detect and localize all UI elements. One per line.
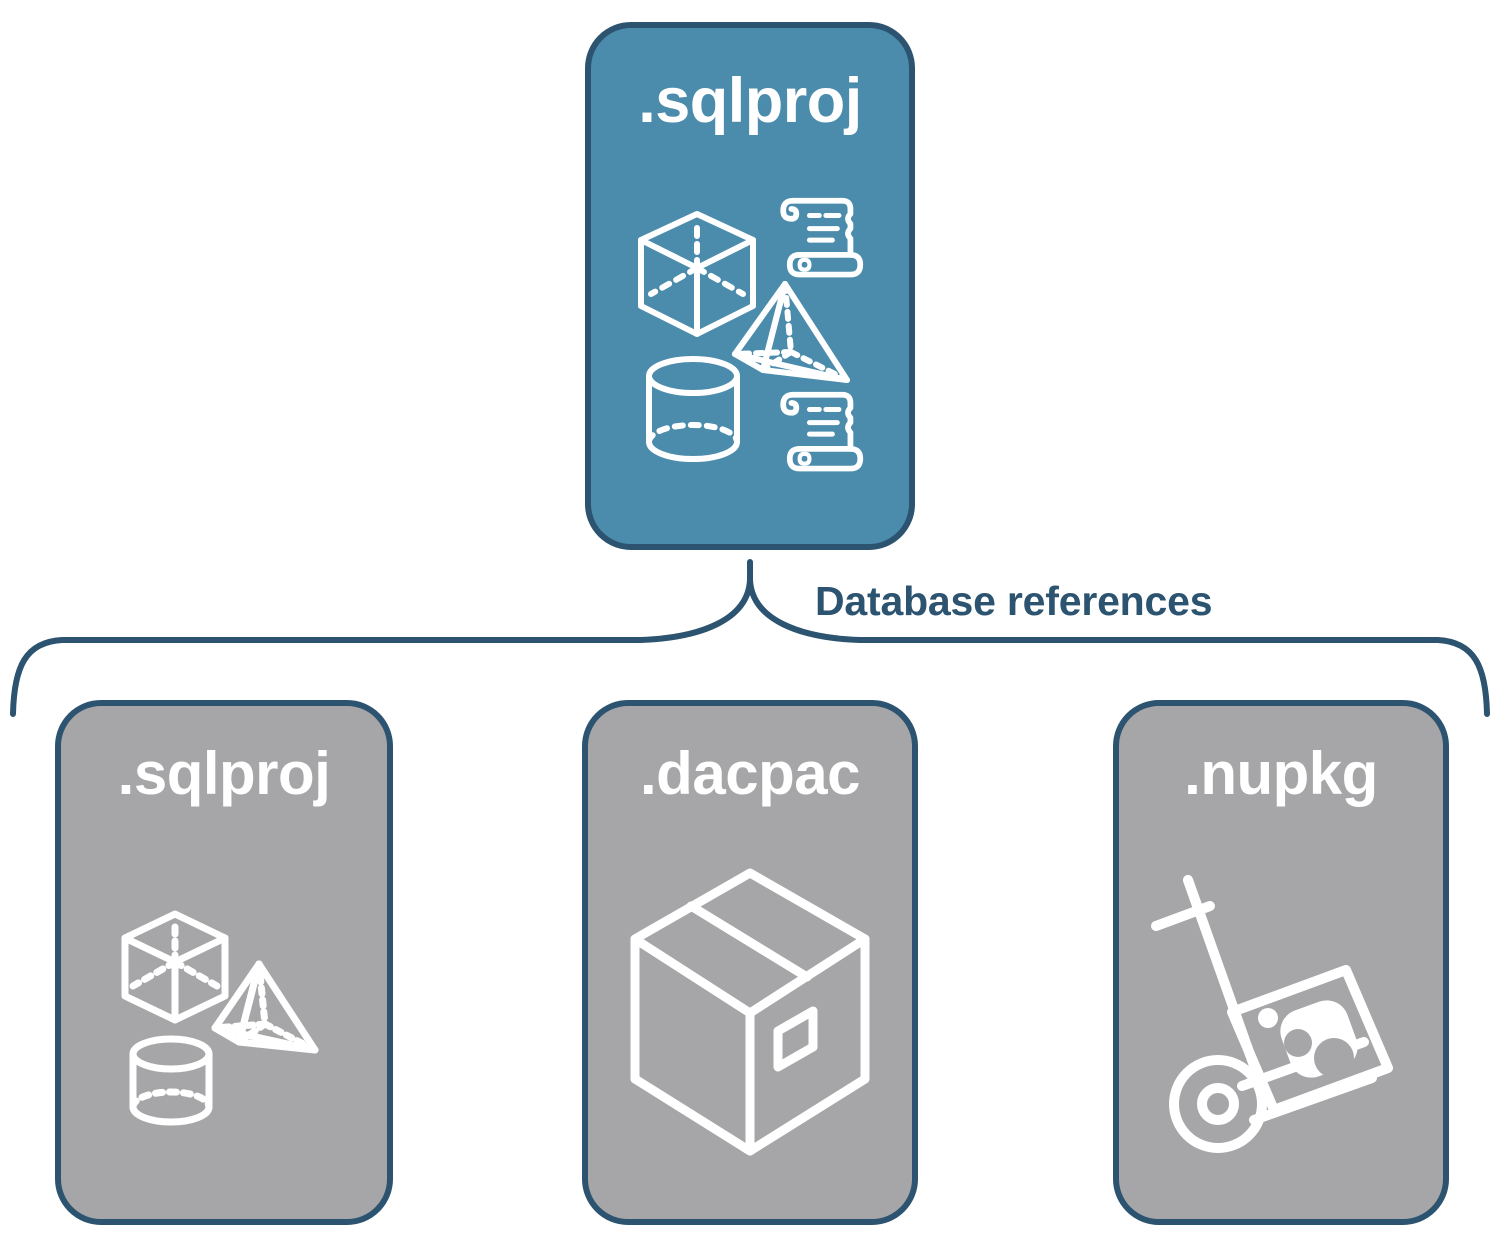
cylinder-icon bbox=[646, 355, 740, 462]
pyramid-icon bbox=[732, 280, 850, 383]
hand-truck-package-icon bbox=[1151, 874, 1393, 1153]
scroll-icon bbox=[780, 197, 864, 277]
node-root-icon-group bbox=[591, 133, 909, 544]
node-root-sqlproj[interactable]: .sqlproj bbox=[585, 22, 915, 550]
cube-icon bbox=[121, 910, 229, 1023]
node-root-label: .sqlproj bbox=[638, 66, 862, 136]
node-ref-dacpac[interactable]: .dacpac bbox=[582, 700, 918, 1225]
nuget-logo-icon bbox=[1258, 999, 1358, 1078]
package-box-icon-svg bbox=[630, 868, 870, 1155]
cylinder-icon bbox=[129, 1035, 213, 1125]
node-ref-nupkg-label: .nupkg bbox=[1184, 740, 1378, 807]
brace-left-arm bbox=[10, 577, 753, 717]
node-ref-sqlproj[interactable]: .sqlproj bbox=[55, 700, 393, 1225]
node-ref-sqlproj-label: .sqlproj bbox=[117, 740, 331, 807]
pyramid-icon bbox=[211, 960, 319, 1053]
brace-label: Database references bbox=[815, 578, 1213, 624]
cube-icon bbox=[638, 210, 756, 337]
scroll-icon bbox=[780, 391, 864, 471]
node-ref-sqlproj-icon-group bbox=[61, 804, 387, 1219]
node-ref-dacpac-icon-group bbox=[588, 804, 912, 1219]
node-ref-nupkg-icon-group bbox=[1119, 804, 1443, 1219]
node-ref-nupkg[interactable]: .nupkg bbox=[1113, 700, 1449, 1225]
node-ref-dacpac-label: .dacpac bbox=[640, 740, 860, 807]
root-icons-svg bbox=[638, 197, 864, 471]
package-box-icon bbox=[630, 868, 870, 1155]
hand-truck-package-icon-svg bbox=[1151, 874, 1393, 1153]
shapes-icons-svg bbox=[121, 910, 319, 1125]
